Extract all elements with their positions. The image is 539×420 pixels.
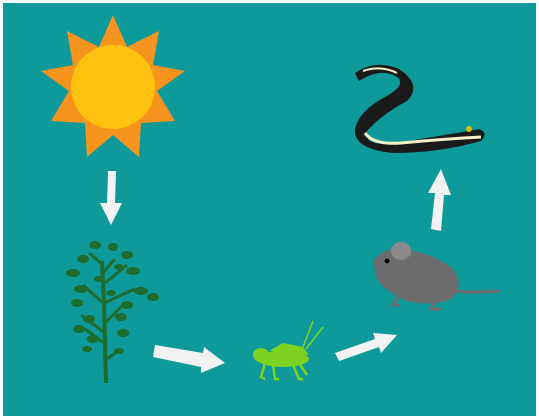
diagram-canvas [3,3,536,416]
food-chain-diagram [3,3,536,416]
